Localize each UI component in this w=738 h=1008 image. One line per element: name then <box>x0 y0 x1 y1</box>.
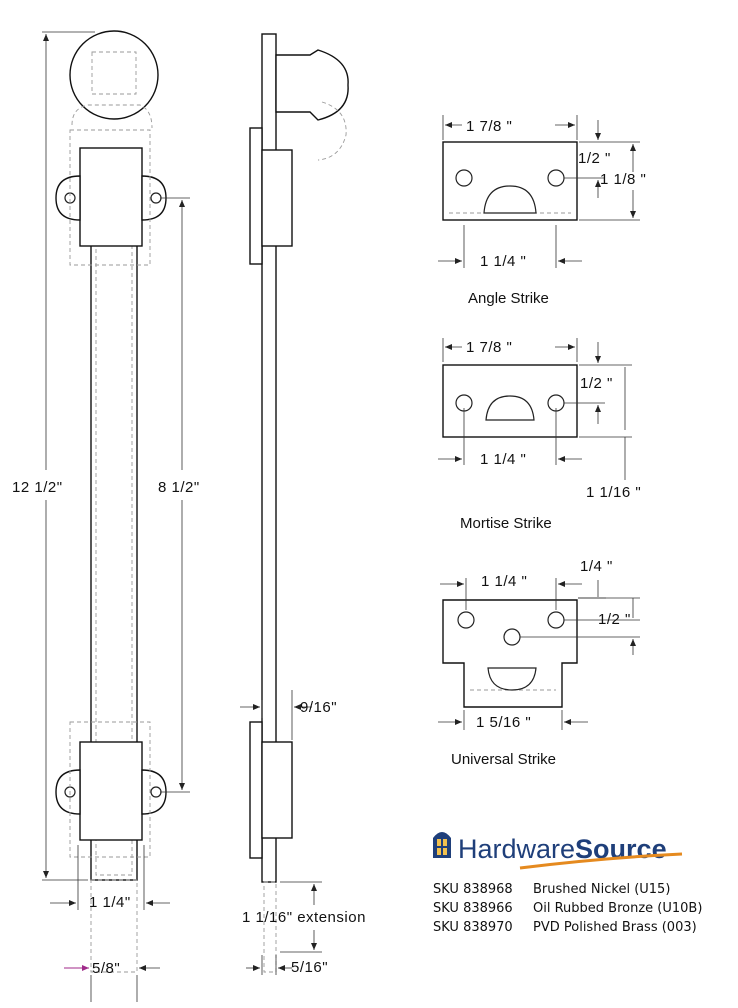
hardware-source-logo: HardwareSource <box>433 832 683 870</box>
angle-width-label: 1 7/8 " <box>466 118 512 135</box>
angle-hole-offset-label: 1/2 " <box>578 150 611 167</box>
sku-code-3: SKU 838970 <box>433 920 513 935</box>
bottom-bracket <box>79 741 143 841</box>
bolt-thickness-label: 9/16" <box>300 699 337 716</box>
universal-hole-spacing-label: 1 1/4 " <box>481 573 527 590</box>
sku-code-1: SKU 838968 <box>433 882 513 897</box>
mortise-hole-offset-label: 1/2 " <box>580 375 613 392</box>
svg-text:HardwareSource: HardwareSource <box>458 834 667 864</box>
top-left-ear <box>55 175 81 221</box>
universal-width-label: 1 5/16 " <box>476 714 531 731</box>
brand-swoosh <box>519 852 683 870</box>
overall-length-label: 12 1/2" <box>12 479 63 496</box>
side-depth-label: 5/16" <box>291 959 328 976</box>
mortise-height-label: 1 1/16 " <box>586 484 641 501</box>
window-logo-icon <box>433 832 451 858</box>
sku-code-2: SKU 838966 <box>433 901 513 916</box>
angle-hole-spacing-label: 1 1/4 " <box>480 253 526 270</box>
universal-strike: 1 1/4 " 1/4 " 1/2 " 1 5/16 " Universal S… <box>438 558 640 768</box>
side-view: 9/16" 1 1/16" extension 5/16" <box>240 33 366 976</box>
sku-finish-1: Brushed Nickel (U15) <box>533 882 670 897</box>
angle-strike-caption: Angle Strike <box>468 290 549 307</box>
extension-label: 1 1/16" extension <box>242 909 366 926</box>
sku-list: SKU 838968 Brushed Nickel (U15) SKU 8389… <box>433 882 702 935</box>
side-top-bracket <box>261 149 293 247</box>
universal-edge-offset-label: 1/4 " <box>580 558 613 575</box>
angle-strike: 1 7/8 " 1/2 " 1 1/8 " 1 1/4 " Angle Stri… <box>438 115 646 307</box>
brand-name-regular: Hardware <box>458 834 575 864</box>
side-knob-icon <box>275 49 349 121</box>
side-bottom-bracket <box>261 741 293 839</box>
mount-spacing-label: 8 1/2" <box>158 479 200 496</box>
mortise-strike-caption: Mortise Strike <box>460 515 552 532</box>
mortise-hole-spacing-label: 1 1/4 " <box>480 451 526 468</box>
bottom-left-ear <box>55 769 81 815</box>
universal-strike-caption: Universal Strike <box>451 751 556 768</box>
mortise-strike-plate <box>442 364 578 438</box>
sku-finish-3: PVD Polished Brass (003) <box>533 920 697 935</box>
knob-icon <box>69 30 159 120</box>
angle-strike-plate <box>442 141 578 221</box>
mortise-width-label: 1 7/8 " <box>466 339 512 356</box>
sku-finish-2: Oil Rubbed Bronze (U10B) <box>533 901 702 916</box>
universal-hole-offset-label: 1/2 " <box>598 611 631 628</box>
front-view: 12 1/2" 8 1/2" 1 1/4" 5/8" <box>12 30 200 1002</box>
universal-strike-plate <box>442 599 578 708</box>
top-bracket <box>79 147 143 247</box>
mortise-strike: 1 7/8 " 1/2 " 1 1/4 " 1 1/16 " Mortise S… <box>438 338 641 532</box>
body-width-label: 1 1/4" <box>89 894 131 911</box>
bolt-diameter-label: 5/8" <box>92 960 120 977</box>
angle-height-label: 1 1/8 " <box>600 171 646 188</box>
